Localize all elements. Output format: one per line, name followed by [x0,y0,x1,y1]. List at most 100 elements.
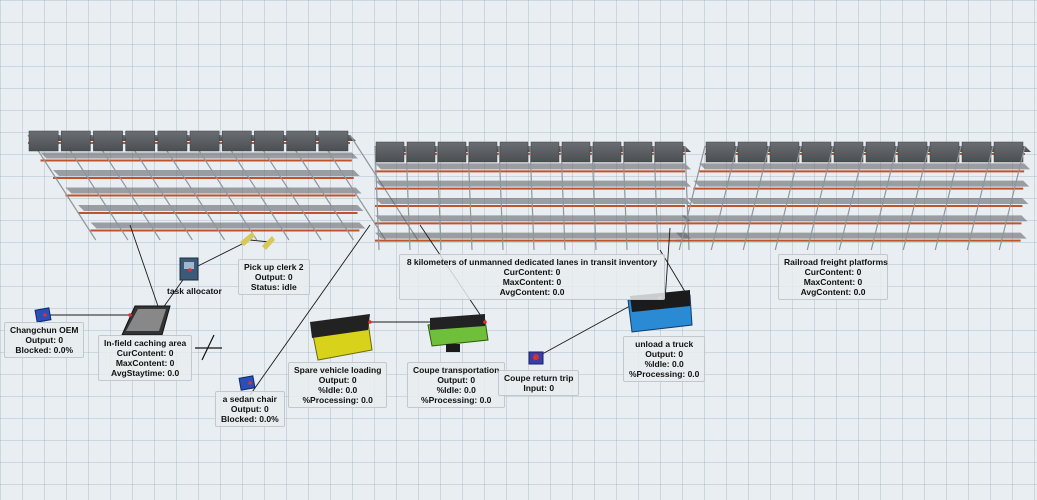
rack-top-box [28,130,59,152]
label-changchun-oem[interactable]: Changchun OEM Output: 0 Blocked: 0.0% [4,322,85,358]
infield-caching-max: MaxContent: 0 [115,358,175,368]
rack-top-box [833,141,864,163]
rack-post [252,134,322,241]
rack-post [622,145,628,251]
label-coupe-return[interactable]: Coupe return trip Input: 0 [498,370,580,396]
rack-top-box [737,141,768,163]
rack-post [838,145,866,251]
rack-2 [374,141,691,251]
sedan-chair-blocked: Blocked: 0.0% [221,414,279,424]
lanes-inventory-max: MaxContent: 0 [502,277,562,287]
link-line [664,227,671,301]
rack-post [156,134,226,241]
link-line [189,239,251,271]
model-objects [34,232,693,391]
rack-top-box [437,141,467,163]
rack-post [806,145,834,251]
rack-shelf [375,198,691,204]
source-sedan-chair [238,375,256,391]
queue-surface [126,309,166,331]
rack-shelf [375,163,691,170]
clerk-figure [240,232,255,246]
railroad-platforms-cur: CurContent: 0 [804,267,862,277]
changchun-oem-output: Output: 0 [25,335,64,345]
railroad-platforms-max: MaxContent: 0 [803,277,863,287]
rack-top-box [623,141,653,163]
sedan-chair-output: Output: 0 [230,404,269,414]
rack-post [188,134,258,241]
rack-shelf [53,170,360,176]
sedan-chair-title: a sedan chair [222,394,277,404]
rack-post [27,134,97,241]
rack-top-box [929,141,960,163]
rack-post [405,145,411,251]
rack-post [285,134,354,241]
pickup-clerk-status: Status: idle [250,282,297,292]
label-pickup-clerk[interactable]: Pick up clerk 2 Output: 0 Status: idle [238,259,310,295]
lanes-inventory-title: 8 kilometers of unmanned dedicated lanes… [406,257,658,267]
rack-top-box [254,130,284,152]
rack-top-box [286,130,317,152]
rack-top-box [221,130,252,152]
rack-shelf [78,205,364,211]
coupe-transport-idle: %Idle: 0.0 [436,385,476,395]
rack-top-box [468,141,498,163]
rack-top-box [592,141,622,163]
coupe-transport-title: Coupe transportation [413,365,500,375]
rack-top-box [499,141,529,163]
port-dot [248,381,252,385]
rack-top-box [318,130,349,152]
rack-post [124,134,193,241]
task-allocator-title: task allocator [167,286,222,296]
rack-top-box [375,141,405,163]
infield-caching-avg: AvgStaytime: 0.0 [111,368,180,378]
rack-top-box [993,141,1024,163]
rack-top-box [865,141,896,163]
rack-post [560,145,566,251]
label-coupe-transport[interactable]: Coupe transportation Output: 0 %Idle: 0.… [407,362,506,408]
rack-top-box [93,130,123,152]
label-task-allocator[interactable]: task allocator [162,284,227,298]
coupe-return-input: Input: 0 [523,383,555,393]
rack-top-box [654,141,684,163]
port-dot [483,320,487,324]
changchun-oem-title: Changchun OEM [10,325,79,335]
machine-coupe-transport-base [446,344,460,352]
source-changchun-oem [34,307,52,323]
rack-shelf [693,180,1030,187]
unload-truck-idle: %Idle: 0.0 [644,359,684,369]
rack-post [678,145,706,251]
label-railroad-platforms[interactable]: Railroad freight platforms CurContent: 0… [778,254,888,300]
rack-3 [675,141,1031,251]
lanes-inventory-cur: CurContent: 0 [503,267,561,277]
label-sedan-chair[interactable]: a sedan chair Output: 0 Blocked: 0.0% [215,391,285,427]
port-dot [188,268,192,272]
railroad-platforms-avg: AvgContent: 0.0 [800,287,866,297]
label-infield-caching[interactable]: In-field caching area CurContent: 0 MaxC… [98,335,193,381]
rack-post [220,134,290,241]
rack-post [91,134,161,241]
rack-shelf [65,187,362,194]
label-unload-truck[interactable]: unload a truck Output: 0 %Idle: 0.0 %Pro… [623,336,706,382]
rack-post [902,145,930,251]
crosshair-v [201,334,215,361]
label-spare-loading[interactable]: Spare vehicle loading Output: 0 %Idle: 0… [288,362,388,408]
label-lanes-inventory[interactable]: 8 kilometers of unmanned dedicated lanes… [399,254,665,300]
unload-truck-title: unload a truck [635,339,694,349]
rack-top-box [801,141,832,163]
rack-post [467,145,473,251]
rack-top-box [60,130,91,152]
spare-loading-title: Spare vehicle loading [294,365,382,375]
link-line [129,224,161,313]
rack-top-box [406,141,436,163]
port-dot [43,313,47,317]
rack-post [529,145,535,251]
coupe-transport-output: Output: 0 [437,375,476,385]
spare-loading-processing: %Processing: 0.0 [302,395,373,405]
rack-top-box [157,130,188,152]
coupe-return-title: Coupe return trip [504,373,574,383]
rack-top-box [961,141,992,163]
rack-post [774,145,802,251]
rack-top-box [769,141,800,163]
